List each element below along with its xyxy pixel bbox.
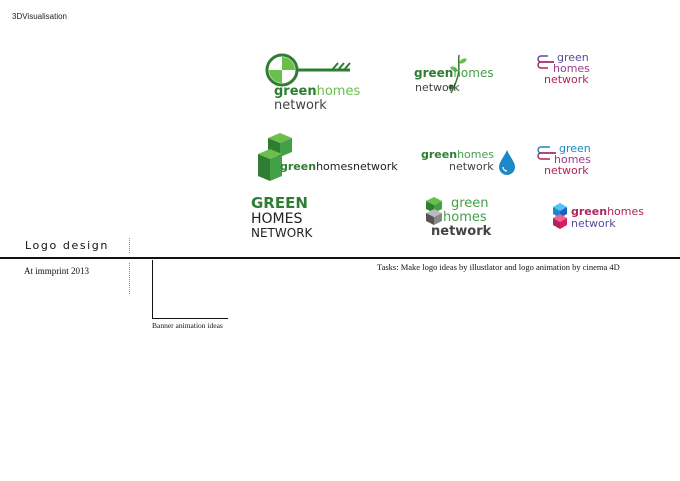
svg-text:greenhomes: greenhomes: [414, 66, 494, 80]
logo-word-homes: homes: [453, 66, 493, 80]
category-label: 3DVisualisation: [12, 12, 67, 21]
svg-text:greenhomes: greenhomes: [421, 148, 494, 161]
logo-word-homes: HOMES: [251, 211, 302, 227]
pipe-icon: [537, 146, 556, 160]
logo-word-homes: homes: [553, 62, 590, 75]
section-subtitle: At immprint 2013: [24, 266, 89, 276]
logo-word-network: network: [544, 73, 589, 86]
logo-word-network: network: [571, 217, 616, 230]
cube-icon: [426, 197, 442, 225]
logo-key-variant: greenhomes network: [262, 48, 362, 114]
dotted-divider: [129, 263, 130, 294]
pipe-icon: [537, 55, 554, 69]
green-blocks-icon: [258, 133, 292, 181]
banner-label: Banner animation ideas: [152, 321, 223, 330]
logo-word-homes: homes: [443, 210, 487, 225]
cube-icon: [553, 203, 567, 229]
logo-caps-variant: GREEN HOMES NETWORK: [250, 193, 320, 241]
logo-word-green: GREEN: [251, 194, 308, 212]
logo-word-green: green: [280, 160, 316, 173]
water-drop-icon: [499, 150, 515, 175]
logo-cube-variant: green homes network: [423, 191, 503, 241]
logo-blocks-variant: greenhomesnetwork: [256, 133, 398, 186]
logo-word-network: NETWORK: [251, 226, 314, 240]
logo-color-cube-variant: greenhomes network: [551, 201, 651, 235]
logo-word-green: green: [571, 205, 607, 218]
logo-word-homes: homes: [317, 84, 361, 99]
logo-word-green: green: [421, 148, 457, 161]
key-icon: [265, 53, 351, 87]
logo-word-network: network: [274, 98, 327, 113]
logo-word-network: network: [449, 160, 494, 173]
banner-placeholder: [152, 260, 228, 319]
svg-text:greenhomes: greenhomes: [274, 84, 360, 99]
dotted-divider: [129, 238, 130, 253]
logo-word-network: network: [431, 224, 492, 239]
logo-word-homes: homes: [457, 148, 494, 161]
logo-word-green: green: [559, 142, 591, 155]
logo-word-homesnetwork: homesnetwork: [316, 160, 398, 173]
logo-word-green: green: [557, 51, 589, 64]
logo-word-green: green: [274, 84, 317, 99]
plant-icon: [448, 54, 467, 94]
logo-pipe-variant: green homes network: [537, 50, 600, 90]
logo-water-variant: greenhomes network: [421, 144, 521, 178]
main-divider: [0, 257, 680, 259]
logo-pipe-variant-2: green homes network: [537, 141, 600, 181]
logo-plant-variant: greenhomes network: [414, 54, 504, 97]
logo-word-green: green: [414, 66, 453, 80]
svg-text:greenhomesnetwork: greenhomesnetwork: [280, 160, 398, 173]
logo-word-homes: homes: [607, 205, 644, 218]
logo-word-homes: homes: [554, 153, 591, 166]
logo-word-network: network: [415, 81, 460, 94]
logo-word-green: green: [451, 196, 489, 211]
logo-word-network: network: [544, 164, 589, 177]
tasks-text: Tasks: Make logo ideas by illustlator an…: [377, 262, 620, 272]
section-title: Logo design: [25, 239, 109, 252]
svg-text:greenhomes: greenhomes: [571, 205, 644, 218]
